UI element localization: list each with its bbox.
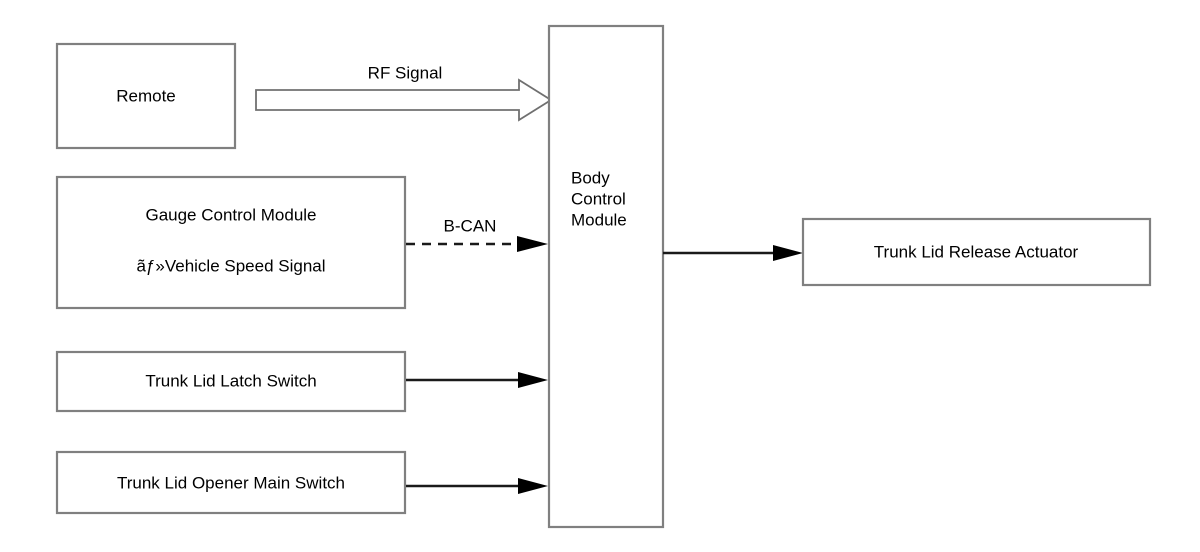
trunk-lid-opener-main-switch-box[interactable] <box>55 450 407 515</box>
trunk-lid-latch-switch-box[interactable] <box>55 350 407 413</box>
main-switch-arrowhead <box>518 478 548 494</box>
node-remote[interactable]: Remote <box>55 42 237 150</box>
connection-actuator-drive <box>663 245 803 261</box>
connection-rf-signal: RF Signal <box>255 63 553 122</box>
gauge-control-module-box[interactable] <box>55 175 407 310</box>
node-gauge-control-module[interactable]: Gauge Control Module ãƒ»Vehicle Speed Si… <box>55 175 407 310</box>
body-control-module-label-line2: Control <box>571 189 626 208</box>
connection-b-can: B-CAN <box>406 216 548 252</box>
trunk-lid-release-actuator-box[interactable] <box>801 217 1152 287</box>
connection-main-switch-signal <box>406 478 548 494</box>
node-body-control-module[interactable]: Body Control Module <box>547 24 665 529</box>
node-trunk-lid-release-actuator[interactable]: Trunk Lid Release Actuator <box>801 217 1152 287</box>
remote-label: Remote <box>116 86 176 105</box>
latch-switch-arrowhead <box>518 372 548 388</box>
trunk-lid-release-actuator-label: Trunk Lid Release Actuator <box>874 242 1079 261</box>
body-control-module-label-line1: Body <box>571 168 610 187</box>
gauge-control-module-label-line1: Gauge Control Module <box>145 205 316 224</box>
remote-box[interactable] <box>55 42 237 150</box>
actuator-drive-arrowhead <box>773 245 803 261</box>
gauge-control-module-label-line2: ãƒ»Vehicle Speed Signal <box>136 256 325 275</box>
body-control-module-box[interactable] <box>547 24 665 529</box>
trunk-lid-latch-switch-label: Trunk Lid Latch Switch <box>145 371 316 390</box>
b-can-label: B-CAN <box>444 216 497 235</box>
rf-signal-label: RF Signal <box>368 63 443 82</box>
node-trunk-lid-latch-switch[interactable]: Trunk Lid Latch Switch <box>55 350 407 413</box>
b-can-arrowhead <box>517 236 548 252</box>
node-trunk-lid-opener-main-switch[interactable]: Trunk Lid Opener Main Switch <box>55 450 407 515</box>
body-control-module-label-line3: Module <box>571 210 627 229</box>
connection-latch-switch-signal <box>406 372 548 388</box>
rf-signal-block-arrow <box>255 78 553 122</box>
trunk-lid-opener-main-switch-label: Trunk Lid Opener Main Switch <box>117 473 345 492</box>
